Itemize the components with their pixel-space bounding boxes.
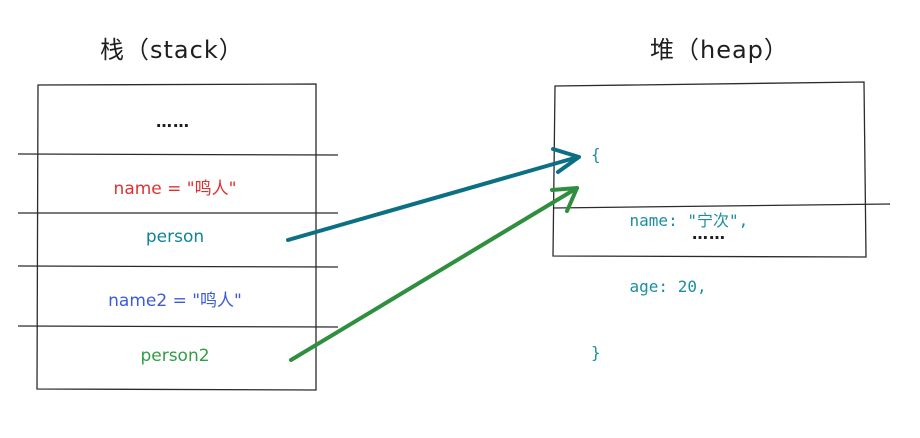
heap-box [552, 81, 891, 258]
heap-object-line-4: } [591, 343, 601, 362]
stack-divider-3 [17, 265, 339, 268]
stack-cell-name2: name2 = "鸣人" [40, 286, 310, 311]
heap-divider [552, 203, 891, 209]
heap-title: 堆（heap） [650, 36, 789, 64]
stack-divider-4 [17, 325, 339, 328]
arrow-person2-to-heap [289, 186, 579, 362]
stack-cell-name2-label: name2 = "鸣人" [108, 291, 242, 311]
stack-cell-name: name = "鸣人" [40, 174, 310, 199]
stack-cell-person2: person2 [40, 346, 310, 366]
arrow-person-to-heap [286, 147, 581, 242]
heap-object-line-2: name: "宁次", [591, 211, 749, 230]
heap-ellipsis: …… [692, 224, 726, 243]
stack-cell-person2-label: person2 [140, 346, 210, 366]
stack-title: 栈（stack） [100, 36, 244, 64]
heap-object: { name: "宁次", age: 20, } [591, 100, 748, 386]
stack-cell-person-label: person [145, 227, 205, 247]
heap-object-line-3: age: 20, [591, 277, 707, 296]
stack-cell-person: person [40, 227, 310, 247]
heap-object-line-1: { [591, 145, 601, 164]
stack-box [17, 83, 339, 391]
stack-divider-1 [17, 153, 339, 156]
stack-ellipsis: …… [156, 112, 190, 131]
stack-cell-name-label: name = "鸣人" [113, 179, 237, 199]
